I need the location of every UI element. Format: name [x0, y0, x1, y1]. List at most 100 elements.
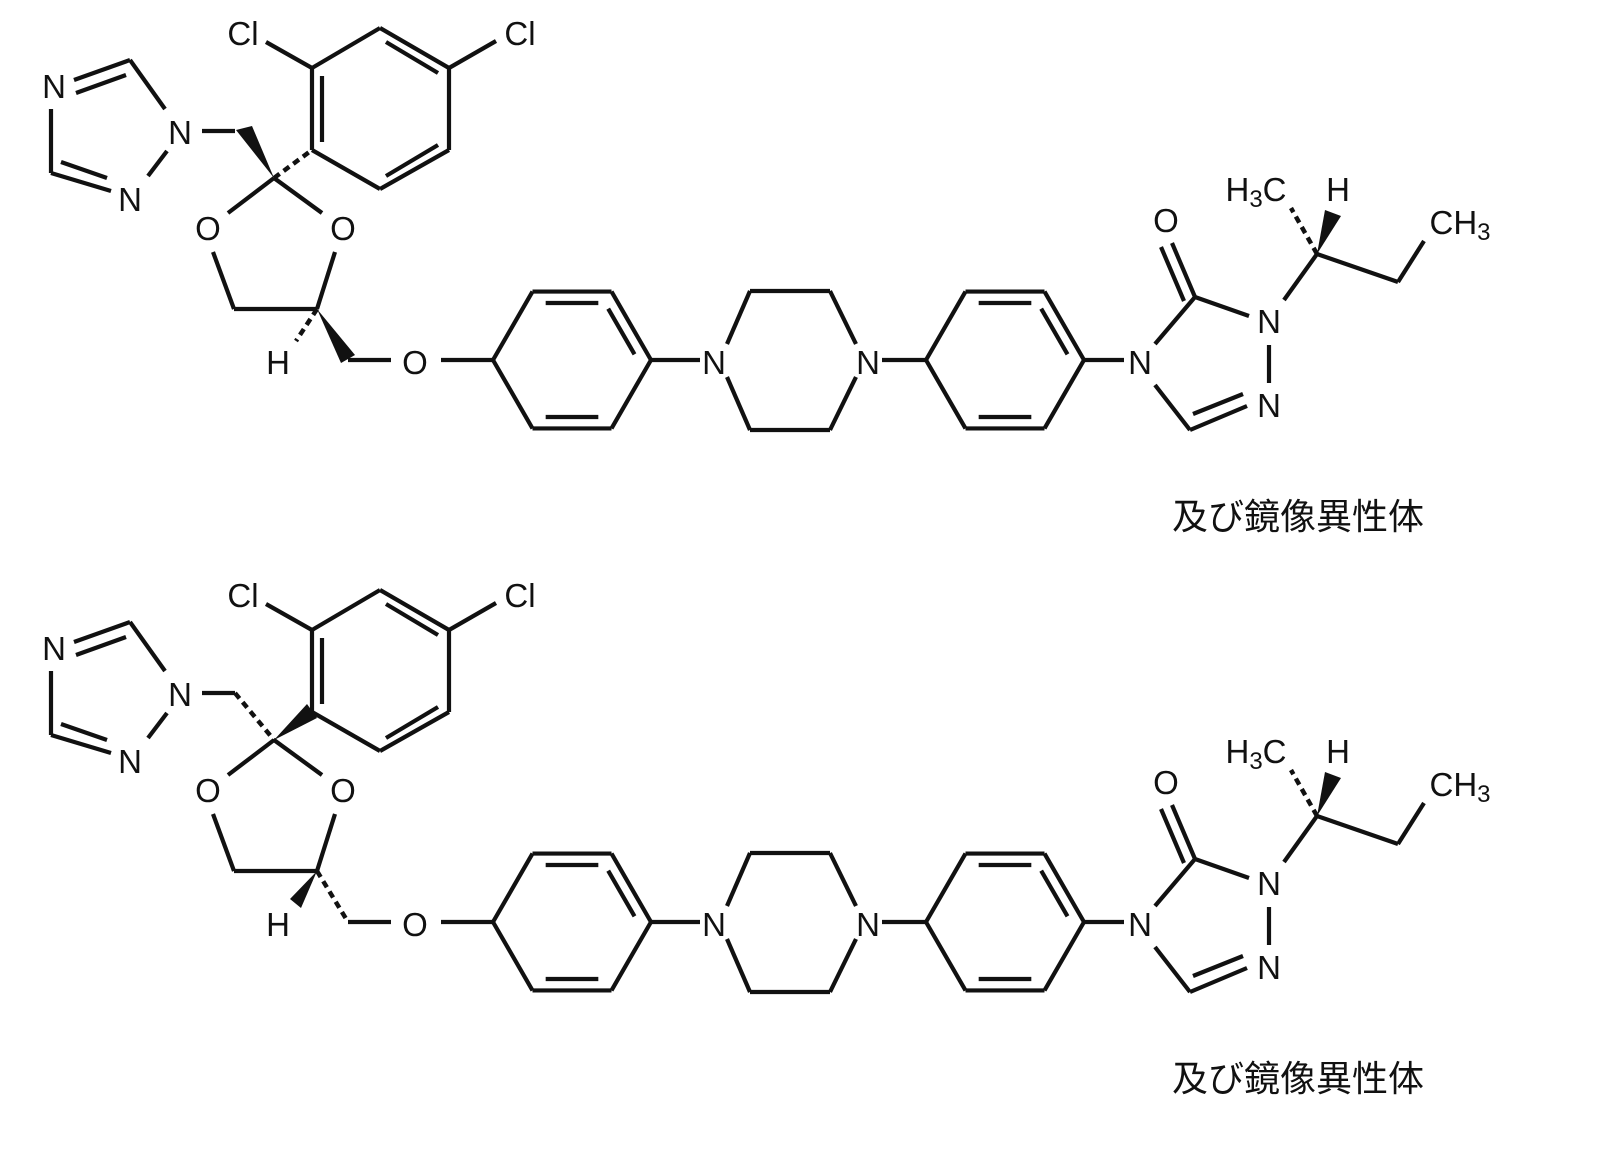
bond-line: [1170, 804, 1197, 860]
atom-label-stereo-h: H: [1326, 171, 1350, 208]
wedge-bond: [1317, 210, 1341, 254]
atom-label-piperazine-n1: N: [702, 906, 726, 943]
bond-line: [491, 920, 535, 992]
bond-line: [1189, 404, 1248, 432]
bond-line: [725, 852, 752, 907]
bond-line: [1396, 801, 1426, 846]
bond-line: [310, 148, 382, 191]
hashed-bond: [1289, 768, 1319, 818]
atom-label-triazolone-n2: N: [1257, 387, 1281, 424]
bond-line: [128, 58, 167, 111]
bond-line: [60, 722, 108, 742]
bond-line: [491, 852, 535, 924]
hashed-bond: [294, 307, 319, 343]
enantiomer-caption: 及び鏡像異性体: [1172, 497, 1424, 538]
bond-line: [828, 290, 858, 345]
bond-line: [828, 376, 858, 431]
bond-line: [1194, 295, 1250, 318]
bond-line: [384, 602, 440, 637]
atom-label-triazole-n1: N: [168, 676, 192, 713]
atom-label-piperazine-n4: N: [856, 906, 880, 943]
atom-label-triazolone-n4: N: [1128, 906, 1152, 943]
atom-label-triazole-n4: N: [42, 68, 66, 105]
atom-label-triazole-n4: N: [42, 630, 66, 667]
bond-line: [491, 290, 535, 362]
bond-line: [272, 176, 324, 215]
bond-line: [314, 251, 338, 310]
atom-label-carbonyl-o: O: [1153, 202, 1179, 239]
bond-line: [75, 73, 127, 95]
bond-line: [384, 705, 440, 740]
atom-label-triazolone-n4: N: [1128, 344, 1152, 381]
bond-line: [378, 588, 451, 632]
bond-line: [609, 920, 653, 992]
bond-line: [384, 40, 440, 75]
bond-line: [1153, 945, 1192, 994]
bond-line: [1042, 852, 1086, 924]
bond-line: [447, 39, 498, 70]
atom-label-methyl: H3C: [1225, 171, 1286, 213]
atom-label-ether-o: O: [402, 344, 428, 381]
atom-label-stereo-h: H: [1326, 733, 1350, 770]
bond-line: [1170, 242, 1197, 298]
bond-line: [128, 620, 167, 673]
atom-label-ethyl-methyl: CH3: [1429, 204, 1490, 246]
enantiomer-caption: 及び鏡像異性体: [1172, 1059, 1424, 1100]
wedge-bond: [317, 309, 355, 363]
bond-line: [310, 710, 382, 753]
bond-line: [924, 358, 968, 430]
bond-line: [264, 602, 314, 632]
bond-line: [1153, 383, 1192, 432]
atom-label-ethyl-methyl: CH3: [1429, 766, 1490, 808]
bond-line: [447, 601, 498, 632]
bond-line: [60, 160, 108, 180]
bond-line: [491, 358, 535, 430]
bond-line: [1316, 814, 1399, 846]
atom-label-cl-para: Cl: [504, 577, 535, 614]
atom-label-carbonyl-o: O: [1153, 764, 1179, 801]
bond-line: [1042, 290, 1086, 362]
bond-line: [1153, 295, 1197, 346]
bond-line: [1159, 246, 1186, 302]
bond-line: [725, 376, 752, 431]
bond-line: [609, 290, 653, 362]
bond-line: [50, 170, 112, 194]
bond-line: [1159, 808, 1186, 864]
atom-label-triazole-n1: N: [168, 114, 192, 151]
bond-line: [828, 852, 858, 907]
wedge-bond: [290, 871, 317, 908]
atom-label-cl-ortho: Cl: [227, 15, 258, 52]
bond-line: [73, 58, 131, 82]
bond-line: [1039, 869, 1070, 918]
bond-line: [1192, 392, 1244, 416]
bond-line: [924, 290, 968, 362]
atom-label-cl-ortho: Cl: [227, 577, 258, 614]
bond-line: [1316, 252, 1399, 284]
bond-line: [1282, 252, 1319, 302]
atom-label-c4-h: H: [266, 344, 290, 381]
atom-label-triazolone-n2: N: [1257, 949, 1281, 986]
bond-line: [314, 813, 338, 872]
bond-line: [75, 635, 127, 657]
bond-line: [606, 307, 637, 356]
atom-label-triazole-n2: N: [118, 743, 142, 780]
atom-label-methyl: H3C: [1225, 733, 1286, 775]
wedge-bond: [1317, 772, 1341, 816]
bond-line: [924, 852, 968, 924]
bond-line: [1396, 239, 1426, 284]
bond-line: [378, 710, 451, 753]
bond-line: [924, 920, 968, 992]
bond-line: [211, 251, 236, 310]
atom-label-piperazine-n1: N: [702, 344, 726, 381]
bond-line: [609, 852, 653, 924]
bond-line: [725, 938, 752, 993]
atom-label-dioxolane-o3: O: [330, 772, 356, 809]
hashed-bond: [272, 148, 314, 180]
atom-label-ether-o: O: [402, 906, 428, 943]
atom-label-dioxolane-o3: O: [330, 210, 356, 247]
bond-line: [1042, 358, 1086, 430]
wedge-bond: [274, 704, 317, 740]
bond-line: [1282, 814, 1319, 864]
